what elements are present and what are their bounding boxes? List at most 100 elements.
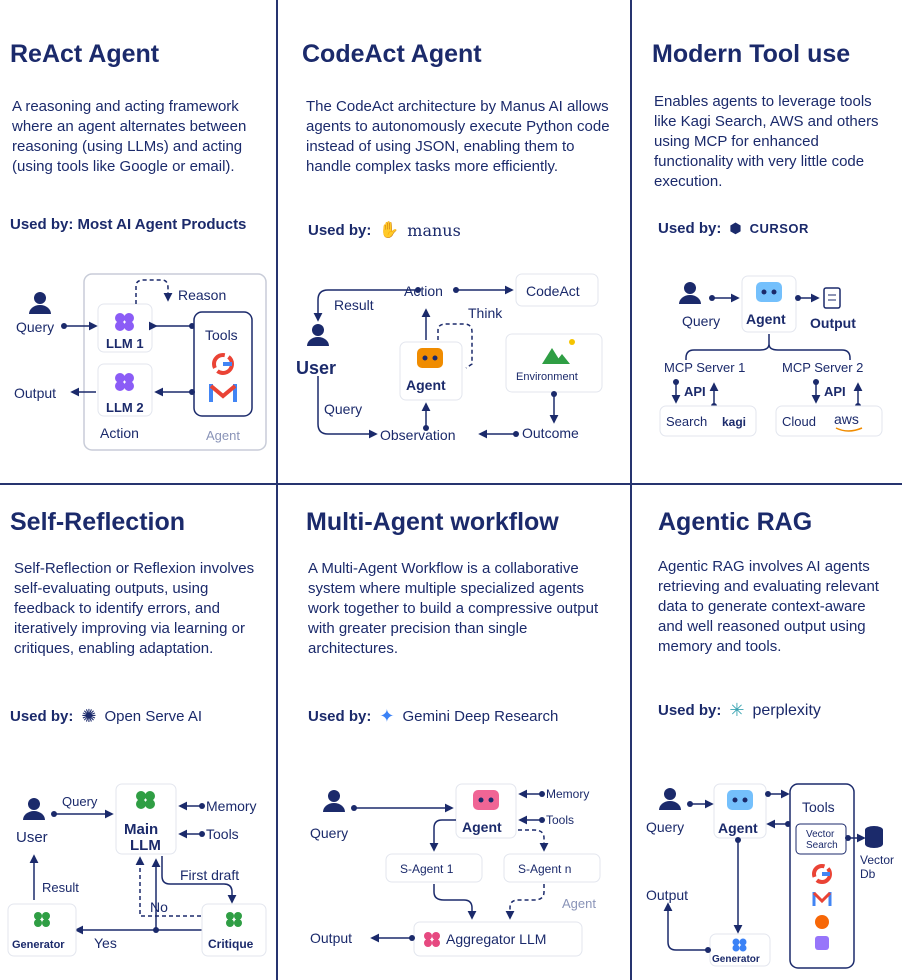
agent-label: Agent (206, 428, 240, 443)
brain-icon (34, 912, 50, 927)
aws-smile-icon (835, 427, 863, 432)
used-by-brand: Open Serve AI (104, 708, 203, 725)
user-label: User (16, 829, 48, 846)
used-by-brand: manus (407, 220, 461, 240)
panel-description: A reasoning and acting framework where a… (12, 98, 247, 175)
used-by: Used by: ✋ manus (308, 220, 461, 240)
tools-label: Tools (546, 813, 574, 827)
no-label: No (150, 899, 168, 915)
agent-dashed-label: Agent (562, 896, 596, 911)
user-icon (323, 790, 345, 812)
gmail-icon (209, 384, 237, 402)
panel-description: Self-Reflection or Reflexion involves se… (14, 560, 255, 657)
sagentn-arrow (518, 829, 549, 852)
vector-db-label-2: Db (860, 867, 876, 881)
perplexity-logo-icon: ✳ (729, 700, 745, 720)
robot-icon (727, 790, 753, 810)
query-arrow (317, 376, 378, 439)
brain-icon (115, 373, 134, 391)
think-label: Think (468, 305, 503, 321)
yes-label: Yes (94, 935, 117, 951)
brain-icon (226, 912, 242, 927)
user-icon (29, 292, 51, 314)
database-icon (865, 826, 883, 848)
panel-description: Agentic RAG involves AI agents retrievin… (658, 558, 879, 655)
agent-box (741, 275, 797, 333)
output-label: Output (310, 930, 352, 946)
result-label: Result (334, 297, 374, 313)
used-by: Used by: ✳ perplexity (658, 700, 821, 721)
user-icon (307, 324, 329, 346)
main-llm-box (115, 783, 177, 855)
app-purple-icon (815, 936, 829, 950)
gmail-icon (812, 891, 832, 906)
robot-icon (756, 282, 782, 302)
output-label: Output (14, 385, 56, 401)
critique-label: Critique (208, 937, 254, 951)
critique-box (201, 903, 267, 957)
query-label: Query (682, 313, 720, 329)
panel-codeact-agent: CodeAct Agent The CodeAct architecture b… (278, 0, 630, 490)
used-by-label: Used by: Most AI Agent Products (10, 216, 247, 233)
api2-label: API (824, 384, 846, 399)
agent-label: Agent (406, 377, 446, 393)
llm2-box (97, 363, 153, 417)
panel-description: A Multi-Agent Workflow is a collaborativ… (308, 560, 599, 657)
panel-description: Enables agents to leverage tools like Ka… (654, 93, 879, 190)
brain-icon (115, 313, 134, 331)
reason-label: Reason (178, 287, 226, 303)
first-draft-label: First draft (180, 867, 239, 883)
action-label: Action (404, 283, 443, 299)
generator-label: Generator (12, 939, 65, 951)
used-by-brand: Gemini Deep Research (402, 708, 559, 725)
used-by-brand: CURSOR (749, 221, 809, 236)
user-icon (659, 788, 681, 810)
search-label: Search (666, 414, 707, 429)
outcome-label: Outcome (522, 425, 579, 441)
react-diagram: Query Output Reason LLM 1 LLM 2 Tools Ac… (0, 268, 276, 488)
used-by: Used by: ⬢ CURSOR (658, 220, 809, 237)
action-label: Action (100, 425, 139, 441)
robot-icon (417, 348, 443, 368)
panel-multi-agent-workflow: Multi-Agent workflow A Multi-Agent Workf… (278, 486, 630, 976)
search-box (659, 405, 757, 437)
tooluse-diagram: Query Agent Output MCP Server 1 MCP Serv… (632, 268, 902, 488)
brain-icon (424, 932, 440, 947)
used-by-label: Used by: (308, 708, 372, 725)
used-by: Used by: Most AI Agent Products (10, 216, 246, 233)
manus-logo-icon: ✋ (379, 222, 400, 239)
tooluse-diagram-svg: Query Agent Output MCP Server 1 MCP Serv… (659, 275, 883, 437)
multiagent-diagram-svg: Memory Tools Query Agent S-Agent 1 S-Age… (310, 783, 601, 957)
agent-box (455, 783, 517, 839)
robot-icon (473, 790, 499, 810)
panel-description: The CodeAct architecture by Manus AI all… (306, 98, 610, 175)
aws-logo: aws (834, 411, 859, 427)
panel-title: Agentic RAG (658, 508, 813, 536)
reflection-diagram-svg: Query User Main LLM Memory Tools First d… (7, 783, 267, 957)
kagi-logo: kagi (722, 415, 746, 429)
environment-label: Environment (516, 371, 578, 383)
vector-search-label-2: Search (806, 840, 838, 851)
sagent1-to-aggregator (433, 884, 477, 920)
think-loop (437, 323, 473, 369)
codeact-box (515, 273, 599, 307)
divider-horizontal (0, 483, 902, 485)
user-icon (679, 282, 701, 304)
codeact-diagram-svg: Action CodeAct Result Think User Agent E… (296, 273, 603, 443)
divider-vertical-2 (630, 0, 632, 980)
sagent1-label: S-Agent 1 (400, 862, 454, 876)
multiagent-diagram: Memory Tools Query Agent S-Agent 1 S-Age… (278, 780, 630, 980)
used-by-label: Used by: (308, 221, 372, 239)
panel-title: CodeAct Agent (302, 40, 482, 68)
api1-label: API (684, 384, 706, 399)
google-icon (212, 353, 234, 375)
mcp1-label: MCP Server 1 (664, 360, 745, 375)
used-by-brand: perplexity (752, 701, 821, 719)
sagent1-box (385, 853, 483, 883)
rag-diagram-svg: Query Agent Tools Vector Search Vector D… (646, 783, 894, 969)
generator-label: Generator (712, 954, 760, 965)
reason-loop (135, 279, 173, 304)
query-label: Query (62, 794, 98, 809)
output-label: Output (646, 887, 688, 903)
panel-agentic-rag: Agentic RAG Agentic RAG involves AI agen… (632, 486, 902, 976)
